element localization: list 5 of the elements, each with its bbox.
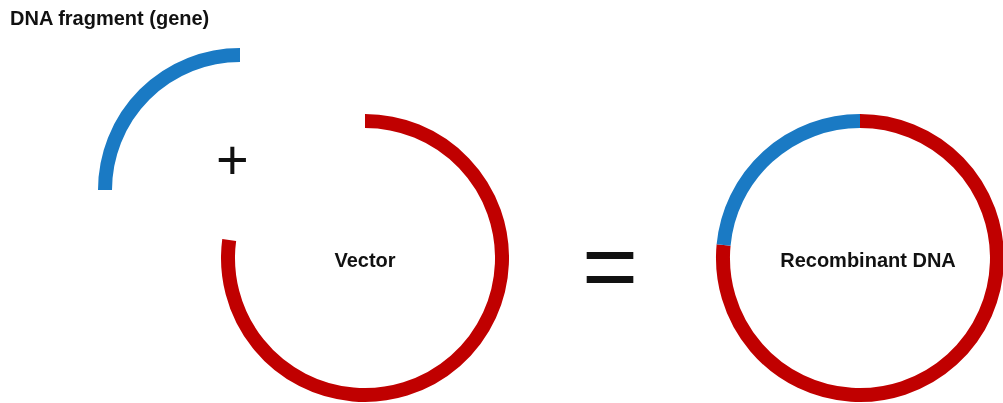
ring-label: Recombinant DNA [780,248,956,272]
equals-sign: = [582,218,639,314]
heading: DNA fragment (gene) [10,7,210,30]
ring-label: Vector [334,248,396,272]
plus-sign: + [216,132,249,188]
